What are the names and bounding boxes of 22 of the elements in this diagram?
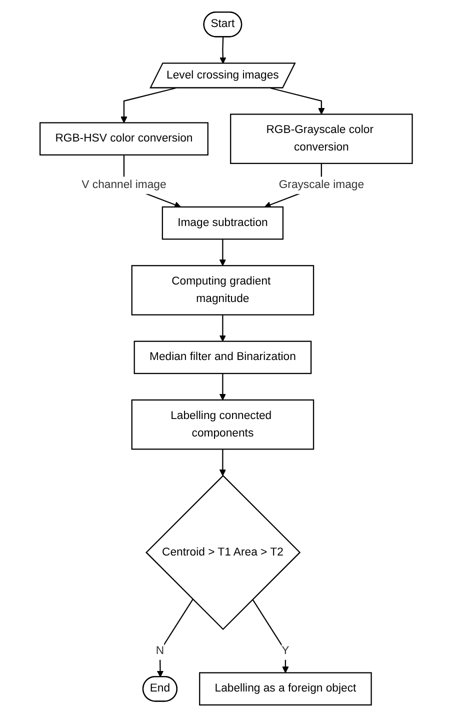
arrow <box>219 239 226 266</box>
node-box <box>198 672 372 706</box>
edge-label: Y <box>282 644 290 657</box>
arrow <box>219 373 226 400</box>
arrow <box>219 449 226 476</box>
node-box <box>131 265 314 316</box>
edge-label: Grayscale image <box>278 178 364 192</box>
node-box <box>39 122 208 156</box>
node-box <box>134 340 312 374</box>
node-diamond <box>145 474 301 630</box>
arrow <box>120 88 176 124</box>
arrow <box>270 88 325 115</box>
arrow <box>219 37 226 64</box>
arrow <box>156 599 194 678</box>
edge-label: V channel image <box>82 178 166 192</box>
flowchart-drawing: V channel image Grayscale image N Y Start Level crossing images RGB-HSV color conversion RGB-Grayscale color conversion Image subtraction Computing gradient magnitude Median filter and Binarization Labelling connected components Centroid > T1 Area > T2 End Labelling as a foreign object <box>34 6 418 711</box>
edge-label: N <box>156 644 164 657</box>
node-box <box>131 399 314 450</box>
node-box <box>162 206 284 240</box>
arrow <box>252 599 289 674</box>
arrow <box>219 314 226 342</box>
node-box <box>230 114 413 164</box>
